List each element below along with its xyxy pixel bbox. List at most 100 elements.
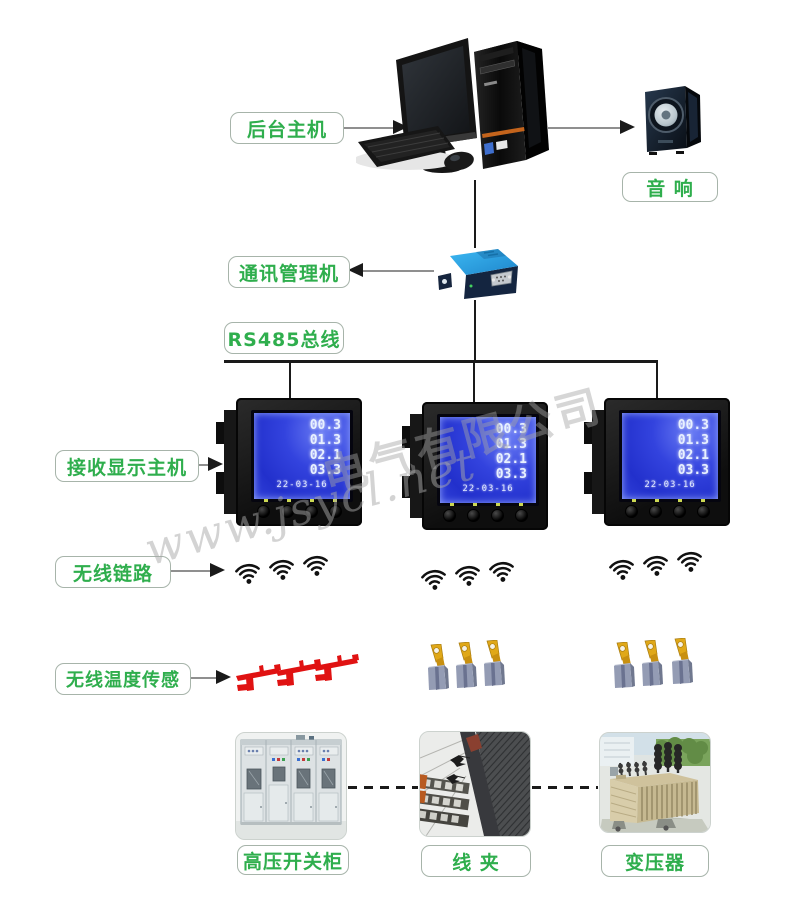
label-backend-host: 后台主机 <box>230 112 344 144</box>
lcd-row: 02.1 <box>677 448 709 463</box>
meter-led-row <box>254 499 346 502</box>
arrow-right-icon <box>620 120 635 134</box>
temp-sensor-red-icon <box>236 664 281 691</box>
label-speaker-text: 音 响 <box>646 177 694 200</box>
label-wireless-link: 无线链路 <box>55 556 171 588</box>
line-temp-sensor-label <box>189 677 219 679</box>
wifi-icon <box>421 569 446 590</box>
temp-sensor-lug-icon <box>672 638 693 684</box>
label-wireless-link-text: 无线链路 <box>72 562 153 585</box>
lcd-row: 02.1 <box>309 448 341 463</box>
line-wireless-link-label <box>169 570 213 572</box>
meter-body: 00.3 01.3 02.1 03.3 22-03-16 <box>422 402 548 530</box>
arrow-left-icon <box>348 263 363 277</box>
meter-lcd-screen: 00.3 01.3 02.1 03.3 22-03-16 <box>437 414 539 506</box>
wifi-icon <box>269 559 294 580</box>
line-host-to-computer <box>342 127 396 129</box>
lcd-footer: 22-03-16 <box>276 480 328 490</box>
label-comm-manager: 通讯管理机 <box>228 256 350 288</box>
arrow-right-icon <box>210 563 225 577</box>
temp-sensor-group-red <box>234 654 359 694</box>
meter-body: 00.3 01.3 02.1 03.3 22-03-16 <box>604 398 730 526</box>
label-speaker: 音 响 <box>622 172 718 202</box>
arrow-right-icon <box>216 670 231 684</box>
lcd-footer: 22-03-16 <box>462 484 514 494</box>
line-gateway-to-bus <box>474 300 476 362</box>
label-transformer: 变压器 <box>601 845 709 877</box>
label-comm-manager-text: 通讯管理机 <box>238 262 339 285</box>
lcd-row: 01.3 <box>495 437 527 452</box>
label-hv-switchgear: 高压开关柜 <box>237 845 349 875</box>
wifi-icon <box>455 565 480 586</box>
dashed-link-clamp-transformer <box>532 786 598 789</box>
temp-sensor-lug-icon <box>428 644 449 690</box>
meter-display-1: 00.3 01.3 02.1 03.3 22-03-16 <box>216 398 362 526</box>
meter-led-row <box>440 503 532 506</box>
wifi-icon <box>303 555 328 576</box>
temp-sensor-red-icon <box>314 654 359 681</box>
line-computer-to-speaker <box>548 127 622 129</box>
wifi-icon <box>235 563 260 584</box>
meter-lcd-screen: 00.3 01.3 02.1 03.3 22-03-16 <box>251 410 353 502</box>
lcd-row: 03.3 <box>309 463 341 478</box>
bus-drop-2 <box>473 362 475 402</box>
lcd-row: 03.3 <box>495 467 527 482</box>
temp-sensor-group-lug-1 <box>424 640 510 692</box>
comm-gateway-graphic <box>436 246 524 304</box>
wire-clamp-photo <box>419 731 531 837</box>
label-wireless-temp-sensor: 无线温度传感 <box>55 663 191 695</box>
label-rs485-bus: RS485总线 <box>224 322 344 354</box>
wifi-icon <box>489 561 514 582</box>
speaker-graphic <box>642 82 704 158</box>
label-wire-clamp: 线 夹 <box>421 845 531 877</box>
arrow-right-icon <box>208 457 223 471</box>
wifi-icon <box>609 559 634 580</box>
lcd-row: 02.1 <box>495 452 527 467</box>
desktop-computer-graphic <box>354 22 556 180</box>
lcd-row: 00.3 <box>309 418 341 433</box>
meter-button-row <box>620 505 715 518</box>
lcd-row: 00.3 <box>677 418 709 433</box>
temp-sensor-group-lug-2 <box>610 638 696 690</box>
lcd-row: 01.3 <box>677 433 709 448</box>
bus-drop-1 <box>289 362 291 400</box>
meter-body: 00.3 01.3 02.1 03.3 22-03-16 <box>236 398 362 526</box>
switchgear-photo <box>235 732 347 840</box>
label-hv-switchgear-text: 高压开关柜 <box>242 850 343 873</box>
meter-button-row <box>252 505 347 518</box>
meter-side <box>410 414 424 518</box>
temp-sensor-lug-icon <box>456 642 477 688</box>
transformer-photo <box>599 732 711 833</box>
label-transformer-text: 变压器 <box>624 851 685 874</box>
meter-display-3: 00.3 01.3 02.1 03.3 22-03-16 <box>584 398 730 526</box>
lcd-row: 03.3 <box>677 463 709 478</box>
meter-lcd-screen: 00.3 01.3 02.1 03.3 22-03-16 <box>619 410 721 502</box>
meter-button-row <box>438 509 533 522</box>
meter-led-row <box>622 499 714 502</box>
temp-sensor-red-icon <box>276 659 321 686</box>
temp-sensor-lug-icon <box>484 640 505 686</box>
temp-sensor-lug-icon <box>614 642 635 688</box>
line-receiver-label <box>197 464 211 466</box>
label-backend-host-text: 后台主机 <box>246 118 327 141</box>
lcd-footer: 22-03-16 <box>644 480 696 490</box>
dashed-link-switchgear-clamp <box>348 786 418 789</box>
line-gateway-to-label <box>362 270 434 272</box>
line-computer-to-gateway <box>474 180 476 248</box>
label-wireless-temp-sensor-text: 无线温度传感 <box>66 670 180 691</box>
lcd-row: 01.3 <box>309 433 341 448</box>
wifi-group-2 <box>420 558 516 592</box>
wifi-group-3 <box>608 548 704 582</box>
meter-side <box>592 410 606 514</box>
label-rs485-bus-text: RS485总线 <box>227 328 341 351</box>
label-receiver-display: 接收显示主机 <box>55 450 199 482</box>
bus-drop-3 <box>656 362 658 400</box>
label-receiver-display-text: 接收显示主机 <box>66 456 187 479</box>
lcd-row: 00.3 <box>495 422 527 437</box>
rs485-bus-line <box>224 360 658 363</box>
wifi-icon <box>677 551 702 572</box>
temp-sensor-lug-icon <box>642 640 663 686</box>
wifi-group-1 <box>234 552 330 586</box>
label-wire-clamp-text: 线 夹 <box>452 851 500 874</box>
